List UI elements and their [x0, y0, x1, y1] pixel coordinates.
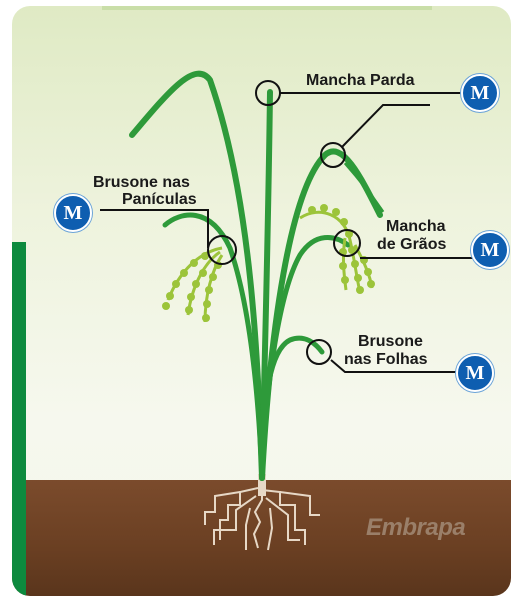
- label-brusone-folhas-line1: Brusone: [358, 333, 423, 350]
- embrapa-logo: Embrapa: [366, 514, 466, 541]
- label-brusone-folhas-line2: nas Folhas: [344, 351, 428, 368]
- label-brusone-paniculas-line2: Panículas: [122, 191, 197, 208]
- callout-brusone-paniculas: [207, 235, 237, 265]
- side-bar: [12, 242, 26, 596]
- label-mancha-graos-line1: Mancha: [386, 218, 446, 235]
- panicle-left: [162, 246, 224, 323]
- callout-mancha-graos: [320, 142, 346, 168]
- stem-base: [258, 474, 266, 496]
- m-badge-brusone-folhas: M: [456, 354, 494, 392]
- callout-brusone-folhas: [306, 339, 332, 365]
- panicle-right: [299, 204, 375, 294]
- m-badge-mancha-graos: M: [471, 231, 509, 269]
- callout-panicle-right: [333, 229, 361, 257]
- m-badge-mancha-parda: M: [461, 74, 499, 112]
- stems: [129, 70, 383, 481]
- callouts: [100, 80, 480, 373]
- top-band: [102, 6, 432, 10]
- roots: [204, 482, 320, 551]
- label-mancha-parda: Mancha Parda: [306, 72, 415, 89]
- m-badge-brusone-paniculas: M: [54, 194, 92, 232]
- label-brusone-paniculas-line1: Brusone nas: [93, 174, 190, 191]
- label-mancha-graos-line2: de Grãos: [377, 236, 447, 253]
